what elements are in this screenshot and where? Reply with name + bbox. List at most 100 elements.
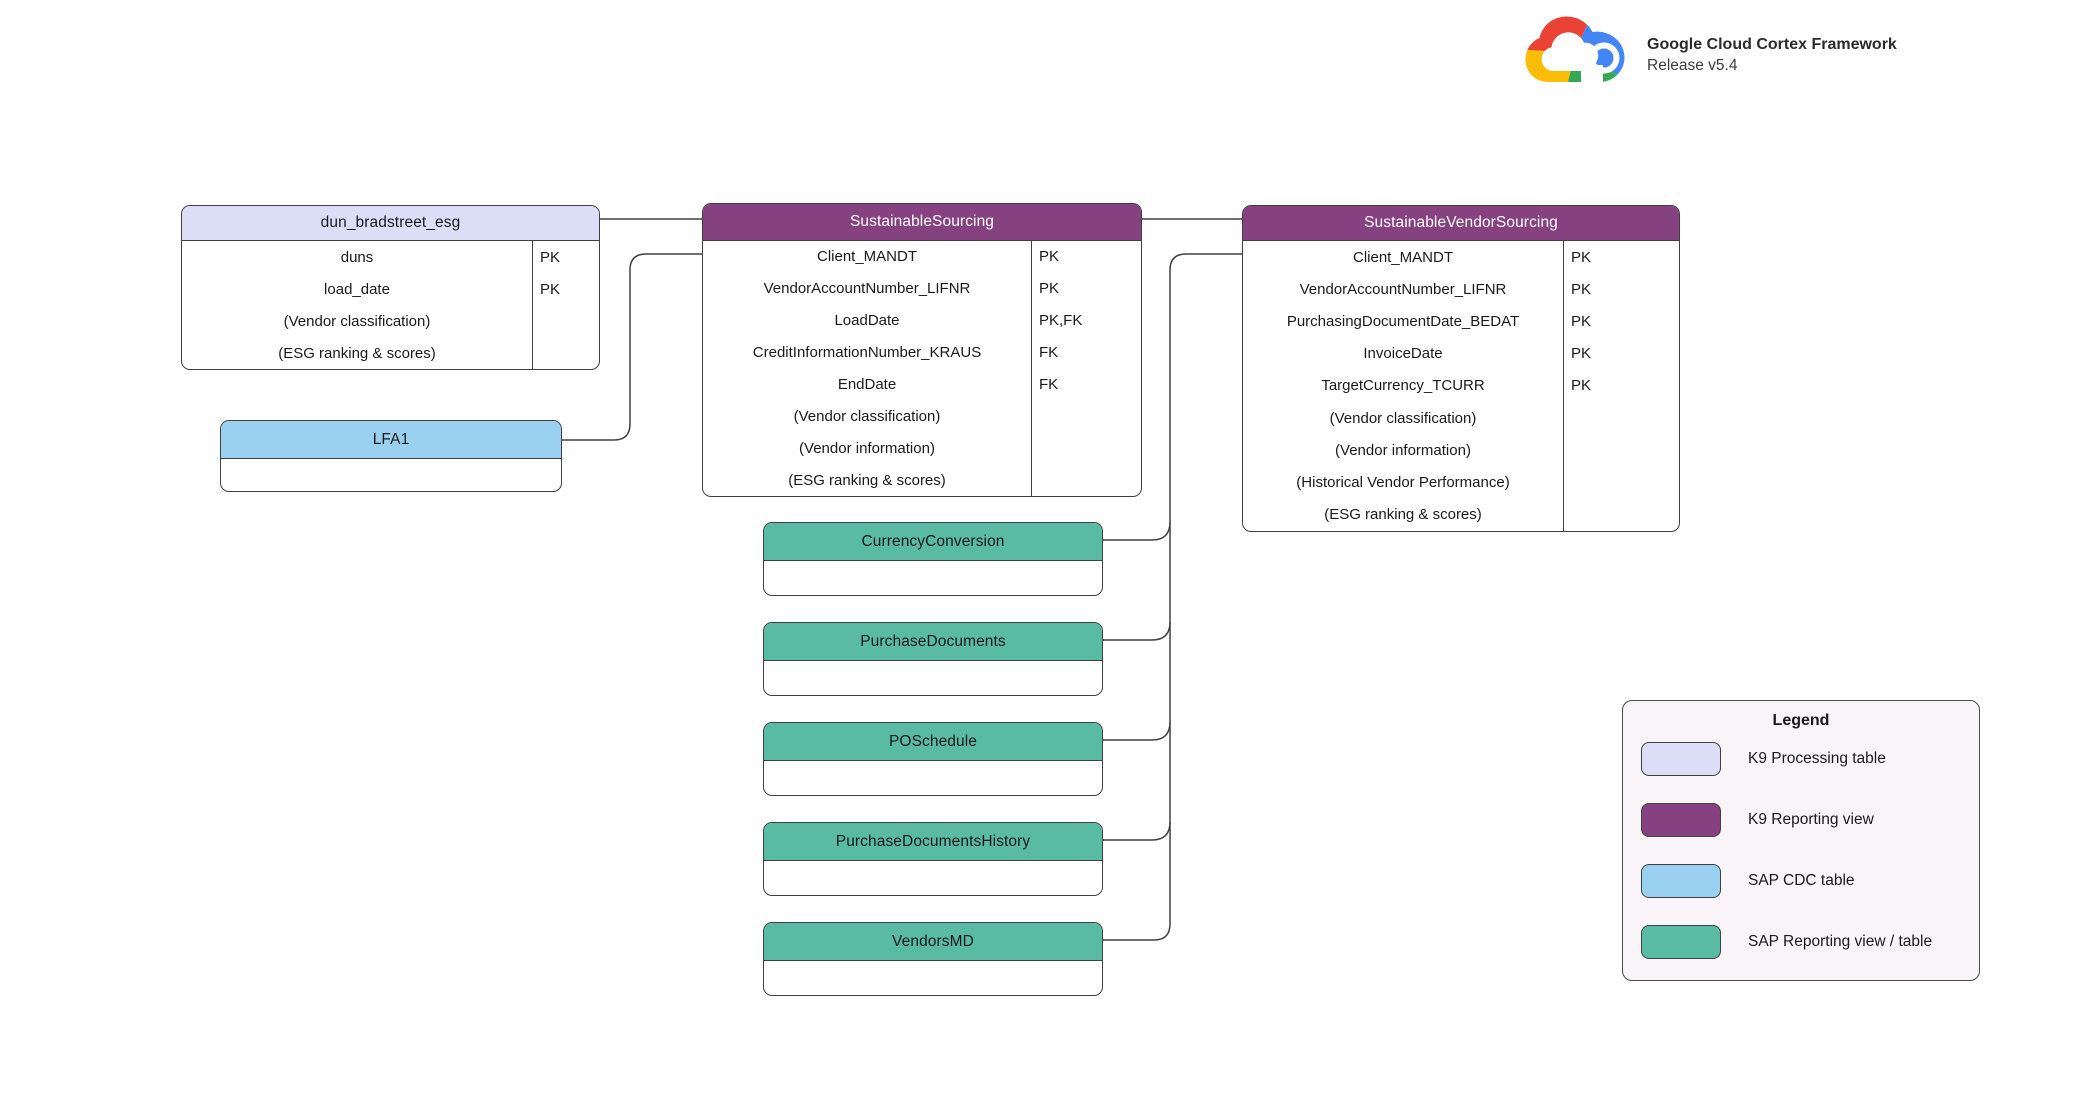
table-header: VendorsMD <box>764 923 1102 961</box>
legend-label: SAP CDC table <box>1748 872 1855 889</box>
field-key <box>532 337 599 369</box>
table-row: PurchasingDocumentDate_BEDAT PK <box>1243 305 1679 338</box>
entity-table-vendors-md: VendorsMD <box>763 922 1103 996</box>
table-body <box>764 861 1102 895</box>
brand-text: Google Cloud Cortex Framework Release v5… <box>1647 34 1897 76</box>
entity-table-purchase-documents-history: PurchaseDocumentsHistory <box>763 822 1103 896</box>
field-name: load_date <box>324 280 390 298</box>
table-body <box>221 459 561 491</box>
brand-subtitle: Release v5.4 <box>1647 57 1738 74</box>
field-key: FK <box>1031 336 1141 369</box>
table-row: (ESG ranking & scores) <box>1243 498 1679 531</box>
table-header: SustainableVendorSourcing <box>1243 206 1679 241</box>
field-key: PK <box>1563 305 1679 338</box>
google-cloud-logo-icon <box>1525 16 1625 82</box>
field-name: (Vendor information) <box>1335 441 1471 459</box>
table-row: (Vendor information) <box>1243 434 1679 467</box>
legend-swatch-sap-cdc-table <box>1641 864 1721 898</box>
field-key: PK <box>1563 273 1679 306</box>
legend-swatch-k9-reporting-view <box>1641 803 1721 837</box>
field-key <box>1031 464 1141 496</box>
brand-title: Google Cloud Cortex Framework <box>1647 36 1897 53</box>
field-name: (Vendor information) <box>799 439 935 457</box>
field-name: (ESG ranking & scores) <box>1324 506 1482 524</box>
legend-label: K9 Processing table <box>1748 750 1886 767</box>
table-title: PurchaseDocumentsHistory <box>835 832 1031 850</box>
legend-swatch-sap-reporting-view-table <box>1641 925 1721 959</box>
field-name: (ESG ranking & scores) <box>278 344 436 362</box>
field-key: PK <box>532 241 599 273</box>
table-row: InvoiceDate PK <box>1243 337 1679 370</box>
field-key <box>1563 466 1679 499</box>
legend-label: K9 Reporting view <box>1748 811 1874 828</box>
field-key: PK,FK <box>1031 304 1141 337</box>
field-name: (Vendor classification) <box>793 407 941 425</box>
field-name: duns <box>340 248 374 266</box>
field-key <box>1563 498 1679 531</box>
field-key: FK <box>1031 368 1141 401</box>
table-row: (Vendor classification) <box>182 305 599 337</box>
connector-purchase-documents-stub <box>1103 621 1171 641</box>
table-row: TargetCurrency_TCURR PK <box>1243 369 1679 403</box>
field-name: LoadDate <box>834 312 900 330</box>
field-name: (Vendor classification) <box>283 312 431 330</box>
table-row: (ESG ranking & scores) <box>703 464 1141 496</box>
table-row: (ESG ranking & scores) <box>182 337 599 369</box>
table-header: PurchaseDocuments <box>764 623 1102 661</box>
table-title: SustainableSourcing <box>849 213 995 230</box>
table-row: load_date PK <box>182 273 599 305</box>
legend-item: SAP Reporting view / table <box>1641 925 1961 959</box>
table-row: (Vendor information) <box>703 432 1141 465</box>
field-name: (Vendor classification) <box>1329 409 1477 427</box>
legend-label: SAP Reporting view / table <box>1748 933 1933 950</box>
connector-currency-conversion-stub <box>1103 521 1171 541</box>
field-name: EndDate <box>837 375 897 393</box>
table-body <box>764 561 1102 595</box>
table-header: SustainableSourcing <box>703 204 1141 241</box>
table-header: CurrencyConversion <box>764 523 1102 561</box>
field-key: PK <box>1031 241 1141 273</box>
table-row: (Historical Vendor Performance) <box>1243 466 1679 499</box>
table-body: Client_MANDT PK VendorAccountNumber_LIFN… <box>703 241 1141 496</box>
entity-table-currency-conversion: CurrencyConversion <box>763 522 1103 596</box>
field-name: VendorAccountNumber_LIFNR <box>1299 280 1507 298</box>
table-body <box>764 961 1102 995</box>
field-name: InvoiceDate <box>1363 345 1443 363</box>
field-key <box>1031 432 1141 465</box>
field-name: Client_MANDT <box>816 248 918 266</box>
field-name: (ESG ranking & scores) <box>788 471 946 489</box>
field-name: TargetCurrency_TCURR <box>1321 377 1485 395</box>
legend-item: K9 Processing table <box>1641 742 1961 776</box>
table-row: EndDate FK <box>703 368 1141 401</box>
field-key: PK <box>1563 369 1679 403</box>
table-header: dun_bradstreet_esg <box>182 206 599 241</box>
table-header: LFA1 <box>221 421 561 459</box>
field-key: PK <box>1563 337 1679 370</box>
field-name: PurchasingDocumentDate_BEDAT <box>1286 313 1520 331</box>
table-body: duns PK load_date PK (Vendor classificat… <box>182 241 599 369</box>
table-title: VendorsMD <box>892 932 974 950</box>
field-name: VendorAccountNumber_LIFNR <box>763 280 971 298</box>
table-body <box>764 761 1102 795</box>
entity-table-purchase-documents: PurchaseDocuments <box>763 622 1103 696</box>
field-key: PK <box>1563 241 1679 274</box>
table-title: POSchedule <box>888 732 978 750</box>
table-row: duns PK <box>182 241 599 273</box>
table-header: PurchaseDocumentsHistory <box>764 823 1102 861</box>
field-name: CreditInformationNumber_KRAUS <box>752 344 982 362</box>
field-key: PK <box>532 273 599 305</box>
table-title: dun_bradstreet_esg <box>320 214 461 231</box>
entity-table-dun-bradstreet-esg: dun_bradstreet_esg duns PK load_date PK … <box>181 205 600 370</box>
brand-header: Google Cloud Cortex Framework Release v5… <box>1523 12 1897 94</box>
table-title: PurchaseDocuments <box>860 632 1006 650</box>
legend-swatch-k9-processing-table <box>1641 742 1721 776</box>
entity-table-po-schedule: POSchedule <box>763 722 1103 796</box>
legend-title: Legend <box>1772 712 1830 729</box>
legend: Legend K9 Processing table K9 Reporting … <box>1622 700 1980 981</box>
field-key <box>532 305 599 337</box>
table-title: LFA1 <box>372 430 410 448</box>
table-row: CreditInformationNumber_KRAUS FK <box>703 336 1141 369</box>
legend-item: K9 Reporting view <box>1641 803 1961 837</box>
table-row: (Vendor classification) <box>1243 402 1679 435</box>
